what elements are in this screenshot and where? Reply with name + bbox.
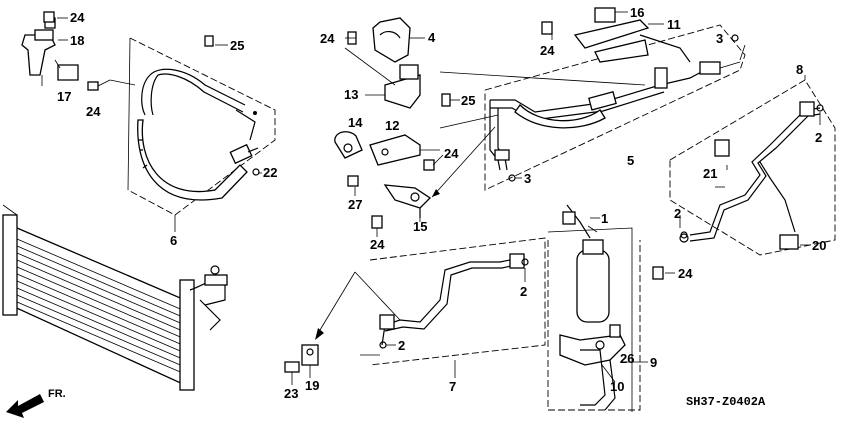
bracket-11-16 xyxy=(573,7,664,63)
bracket-12 xyxy=(369,134,440,166)
callout-24: 24 xyxy=(678,266,693,281)
pipe-8 xyxy=(669,79,836,256)
clamp-15 xyxy=(383,184,432,218)
callout-9: 9 xyxy=(650,355,657,370)
callout-4: 4 xyxy=(428,30,436,45)
callout-23: 23 xyxy=(284,386,298,401)
front-direction-label: FR. xyxy=(48,388,66,400)
callout-16: 16 xyxy=(630,5,644,20)
callout-26: 26 xyxy=(620,351,634,366)
callout-13: 13 xyxy=(344,87,358,102)
callout-17: 17 xyxy=(57,89,71,104)
callout-1: 1 xyxy=(601,211,608,226)
cap-23 xyxy=(284,361,300,373)
callout-27: 27 xyxy=(348,197,362,212)
callout-2: 2 xyxy=(674,206,681,221)
suction-pipe-5 xyxy=(439,24,746,191)
callout-21: 21 xyxy=(703,166,717,181)
valve-19 xyxy=(301,344,319,366)
callout-25: 25 xyxy=(461,93,475,108)
bracket-13 xyxy=(344,47,421,109)
front-direction-arrow-icon xyxy=(6,394,44,418)
callout-24: 24 xyxy=(444,146,459,161)
leader-lines-19 xyxy=(315,271,401,340)
discharge-hose-6 xyxy=(109,37,276,216)
callout-10: 10 xyxy=(610,379,624,394)
callout-24: 24 xyxy=(540,43,555,58)
callout-25: 25 xyxy=(230,38,244,53)
callout-5: 5 xyxy=(627,153,634,168)
callout-24: 24 xyxy=(370,237,385,252)
clamp-14 xyxy=(334,131,363,159)
clamp-4 xyxy=(372,17,425,63)
callout-2: 2 xyxy=(520,284,527,299)
callout-leaders xyxy=(41,17,821,385)
liquid-pipe-7 xyxy=(360,237,546,366)
callout-7: 7 xyxy=(449,379,456,394)
callout-8: 8 xyxy=(796,62,803,77)
callout-24: 24 xyxy=(70,10,85,25)
callout-3: 3 xyxy=(524,171,531,186)
callout-11: 11 xyxy=(667,17,681,32)
callout-6: 6 xyxy=(170,233,177,248)
callout-2: 2 xyxy=(815,130,822,145)
receiver-dryer-9 xyxy=(547,204,641,412)
condenser xyxy=(2,204,228,391)
diagram-code: SH37-Z0402A xyxy=(686,395,766,409)
callout-2: 2 xyxy=(398,338,405,353)
callout-14: 14 xyxy=(348,115,363,130)
callout-24: 24 xyxy=(320,31,335,46)
callout-19: 19 xyxy=(305,378,319,393)
callout-22: 22 xyxy=(263,165,277,180)
callout-12: 12 xyxy=(385,118,399,133)
callout-3: 3 xyxy=(716,31,723,46)
callout-15: 15 xyxy=(413,219,427,234)
arrow-lines-middle xyxy=(431,114,499,198)
callout-labels: 24 18 17 24 25 22 6 24 4 13 25 14 12 24 … xyxy=(57,5,826,401)
callout-18: 18 xyxy=(70,33,84,48)
bracket-17-18 xyxy=(21,17,111,91)
callout-20: 20 xyxy=(812,238,826,253)
callout-24: 24 xyxy=(86,104,101,119)
